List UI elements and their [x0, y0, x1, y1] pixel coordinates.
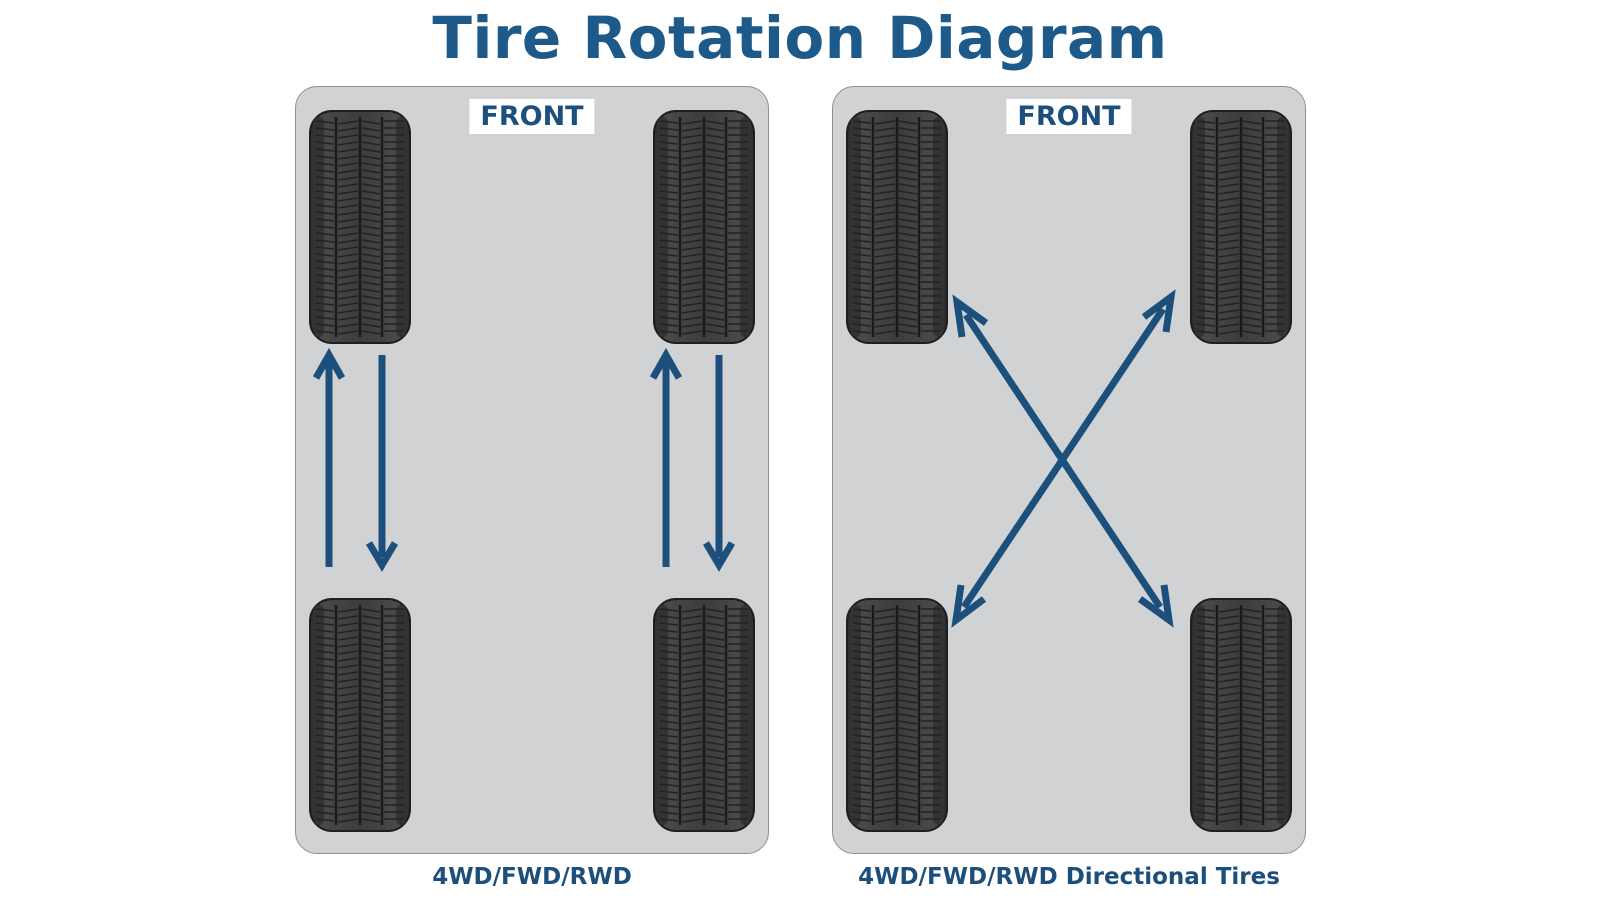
- tire-rear-left-icon: [845, 597, 949, 833]
- arrowhead-down-icon: [365, 541, 399, 572]
- diagram-panel-standard: FRONT: [295, 86, 769, 854]
- tire-rear-right-icon: [1189, 597, 1293, 833]
- tire-front-left-icon: [845, 109, 949, 345]
- page-title: Tire Rotation Diagram: [432, 4, 1168, 72]
- rotation-arrows-cross: [951, 289, 1176, 628]
- arrow-front-right-rear-left: [961, 307, 1166, 609]
- front-label: FRONT: [1006, 99, 1132, 134]
- diagram-panel-directional: FRONT: [832, 86, 1306, 854]
- arrowhead-icon: [1141, 289, 1176, 333]
- tire-front-right-icon: [1189, 109, 1293, 345]
- caption-directional: 4WD/FWD/RWD Directional Tires: [858, 864, 1280, 890]
- tire-rear-right-icon: [652, 597, 756, 833]
- arrowhead-up-icon: [649, 347, 683, 380]
- rotation-arrows: [312, 347, 736, 572]
- arrowhead-up-icon: [312, 347, 346, 380]
- caption-standard: 4WD/FWD/RWD: [432, 864, 632, 890]
- front-label: FRONT: [469, 99, 595, 134]
- tire-front-left-icon: [308, 109, 412, 345]
- arrowhead-icon: [952, 294, 989, 338]
- tire-rear-left-icon: [308, 597, 412, 833]
- arrowhead-icon: [951, 584, 987, 628]
- arrowhead-icon: [1137, 584, 1174, 628]
- arrowhead-down-icon: [702, 541, 736, 572]
- tire-front-right-icon: [652, 109, 756, 345]
